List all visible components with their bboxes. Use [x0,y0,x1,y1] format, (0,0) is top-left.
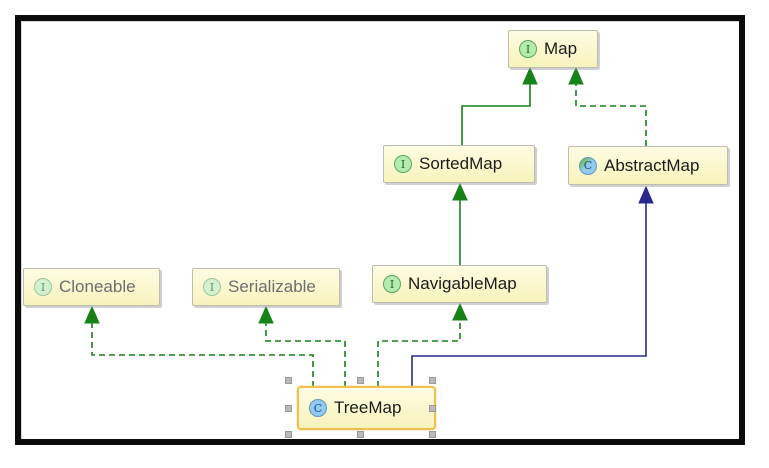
node-cloneable[interactable]: I Cloneable [23,268,160,306]
node-map-label: Map [544,39,578,58]
selection-handle-bottom-center[interactable] [357,431,364,438]
node-sortedmap[interactable]: I SortedMap [383,145,535,183]
diagram-frame-border [15,15,745,445]
interface-icon: I [203,278,221,296]
edge-treemap-implements-serializable[interactable] [258,305,346,387]
interface-icon: I [519,40,537,58]
class-icon: C [309,399,327,417]
edge-treemap-extends-abstractmap[interactable] [411,185,654,387]
selection-handle-top-center[interactable] [357,377,364,384]
edge-sortedmap-extends-map[interactable] [461,66,538,145]
node-serializable[interactable]: I Serializable [192,268,340,306]
node-navigablemap[interactable]: I NavigableMap [372,265,547,303]
interface-icon: I [34,278,52,296]
edge-treemap-implements-cloneable[interactable] [84,305,314,387]
class-icon: C [579,156,597,175]
edge-treemap-implements-navigablemap[interactable] [377,302,468,387]
node-abstractmap-label: AbstractMap [604,155,700,175]
node-sortedmap-label: SortedMap [419,154,503,173]
node-treemap[interactable]: C TreeMap [297,386,436,430]
node-serializable-label: Serializable [228,277,316,296]
selection-handle-top-right[interactable] [429,377,436,384]
node-cloneable-label: Cloneable [59,277,136,296]
node-navigablemap-label: NavigableMap [408,274,517,293]
interface-icon: I [394,155,412,173]
selection-handle-bottom-right[interactable] [429,431,436,438]
selection-handle-mid-left[interactable] [285,405,292,412]
interface-icon: I [383,275,401,293]
edge-navigablemap-extends-sortedmap[interactable] [452,182,468,265]
node-treemap-label: TreeMap [334,398,402,417]
edge-abstractmap-implements-map[interactable] [568,66,647,146]
selection-handle-mid-right[interactable] [429,405,436,412]
node-abstractmap[interactable]: C AbstractMap [568,146,728,185]
selection-handle-top-left[interactable] [285,377,292,384]
selection-handle-bottom-left[interactable] [285,431,292,438]
node-map[interactable]: I Map [508,30,598,68]
